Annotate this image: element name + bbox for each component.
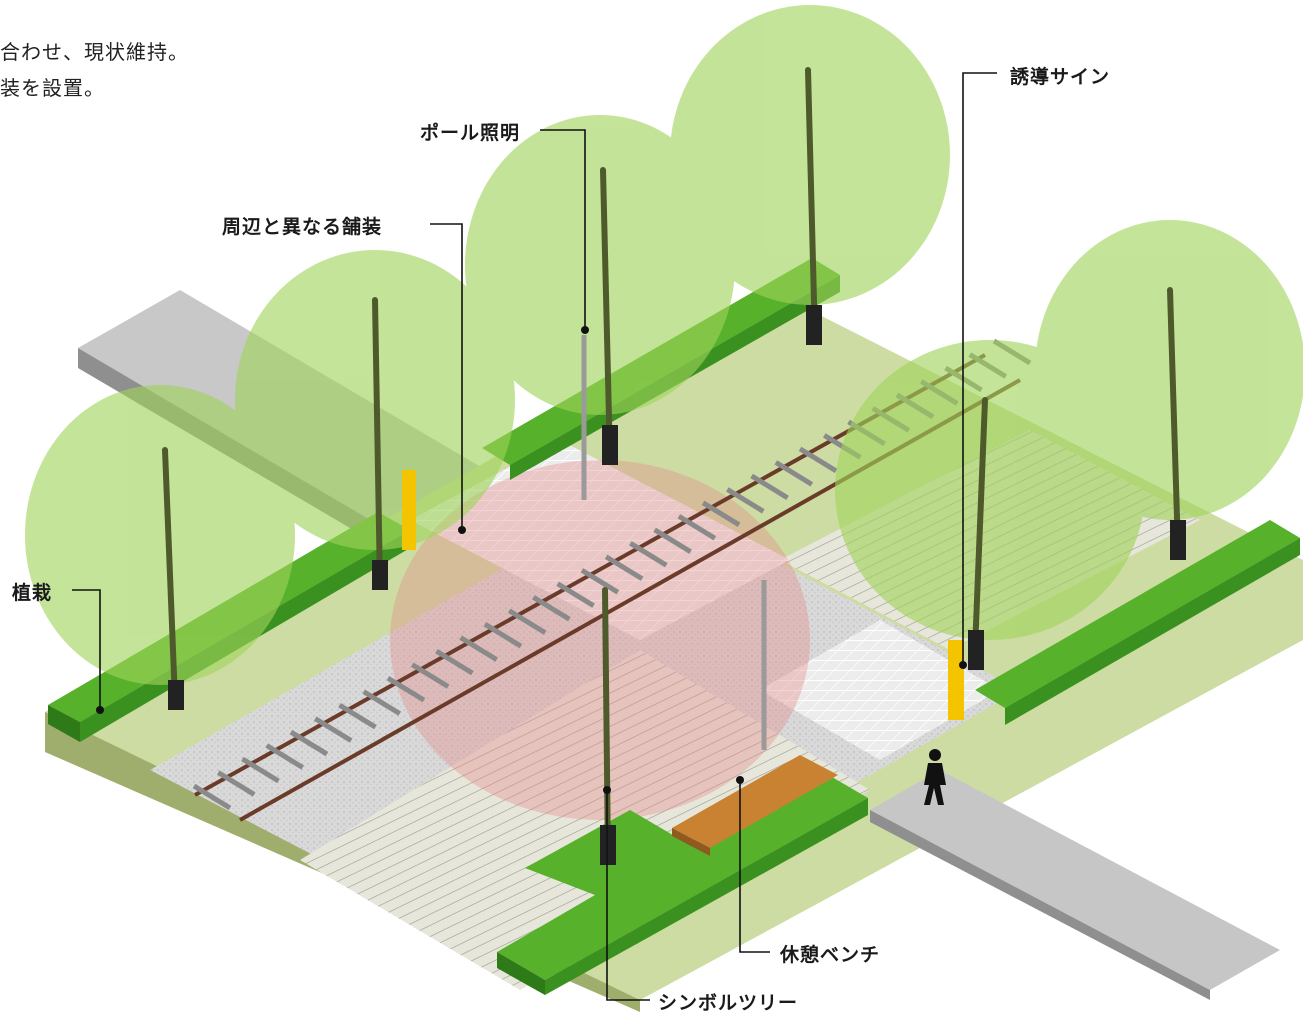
rail-sleeper — [338, 702, 377, 730]
rail-sleeper — [701, 500, 741, 527]
rail-sleeper — [386, 675, 426, 703]
rail-sleeper — [629, 541, 668, 568]
note-line-1: 合わせ、現状維持。 — [0, 40, 189, 64]
pole-lights — [581, 335, 767, 750]
rail-sleeper — [677, 514, 717, 541]
tree-trunks — [162, 67, 1181, 863]
rail-sleeper — [798, 446, 838, 474]
rail-sleeper — [483, 622, 523, 649]
rail-sleeper — [265, 743, 305, 770]
highlight-zone — [390, 460, 810, 820]
leader-lines — [72, 72, 997, 1001]
label-distinct-paving: 周辺と異なる舗装 — [222, 216, 383, 238]
label-symbol-tree: シンボルツリー — [658, 992, 799, 1014]
pedestrian-figure — [924, 749, 946, 805]
rail-sleeper — [216, 770, 256, 797]
planter-bottom — [497, 770, 868, 995]
rail-sleeper — [507, 608, 547, 635]
tree-canopies — [25, 5, 1303, 685]
label-planting: 植栽 — [12, 582, 53, 604]
rail-sleeper — [362, 689, 402, 716]
rail-sleeper — [532, 595, 571, 622]
rail-sleeper — [410, 662, 450, 689]
rail-sleeper — [289, 729, 329, 757]
planter-right — [975, 520, 1300, 725]
road-strip-right — [870, 770, 1280, 1000]
label-guidance-sign: 誘導サイン — [1010, 66, 1111, 88]
bench — [672, 755, 838, 856]
rail-sleeper — [192, 783, 232, 811]
rail-sleeper — [313, 716, 353, 743]
leader-dots — [96, 326, 967, 794]
tree-bases — [168, 305, 1186, 865]
note-line-2: 装を設置。 — [0, 76, 105, 100]
rail-sleeper — [241, 756, 280, 784]
rail-sleeper — [774, 460, 814, 487]
rail-sleeper — [726, 487, 765, 514]
rail-sleeper — [604, 554, 644, 581]
rail-sleeper — [435, 649, 474, 676]
rail-sleeper — [556, 581, 595, 608]
rail-sleeper — [459, 635, 498, 662]
rail-sleeper — [653, 527, 692, 554]
rail-sleeper — [580, 568, 620, 595]
label-rest-bench: 休憩ベンチ — [780, 944, 881, 966]
rail-sleeper — [750, 473, 789, 500]
label-pole-light: ポール照明 — [420, 122, 521, 144]
guidance-signs — [402, 470, 964, 720]
